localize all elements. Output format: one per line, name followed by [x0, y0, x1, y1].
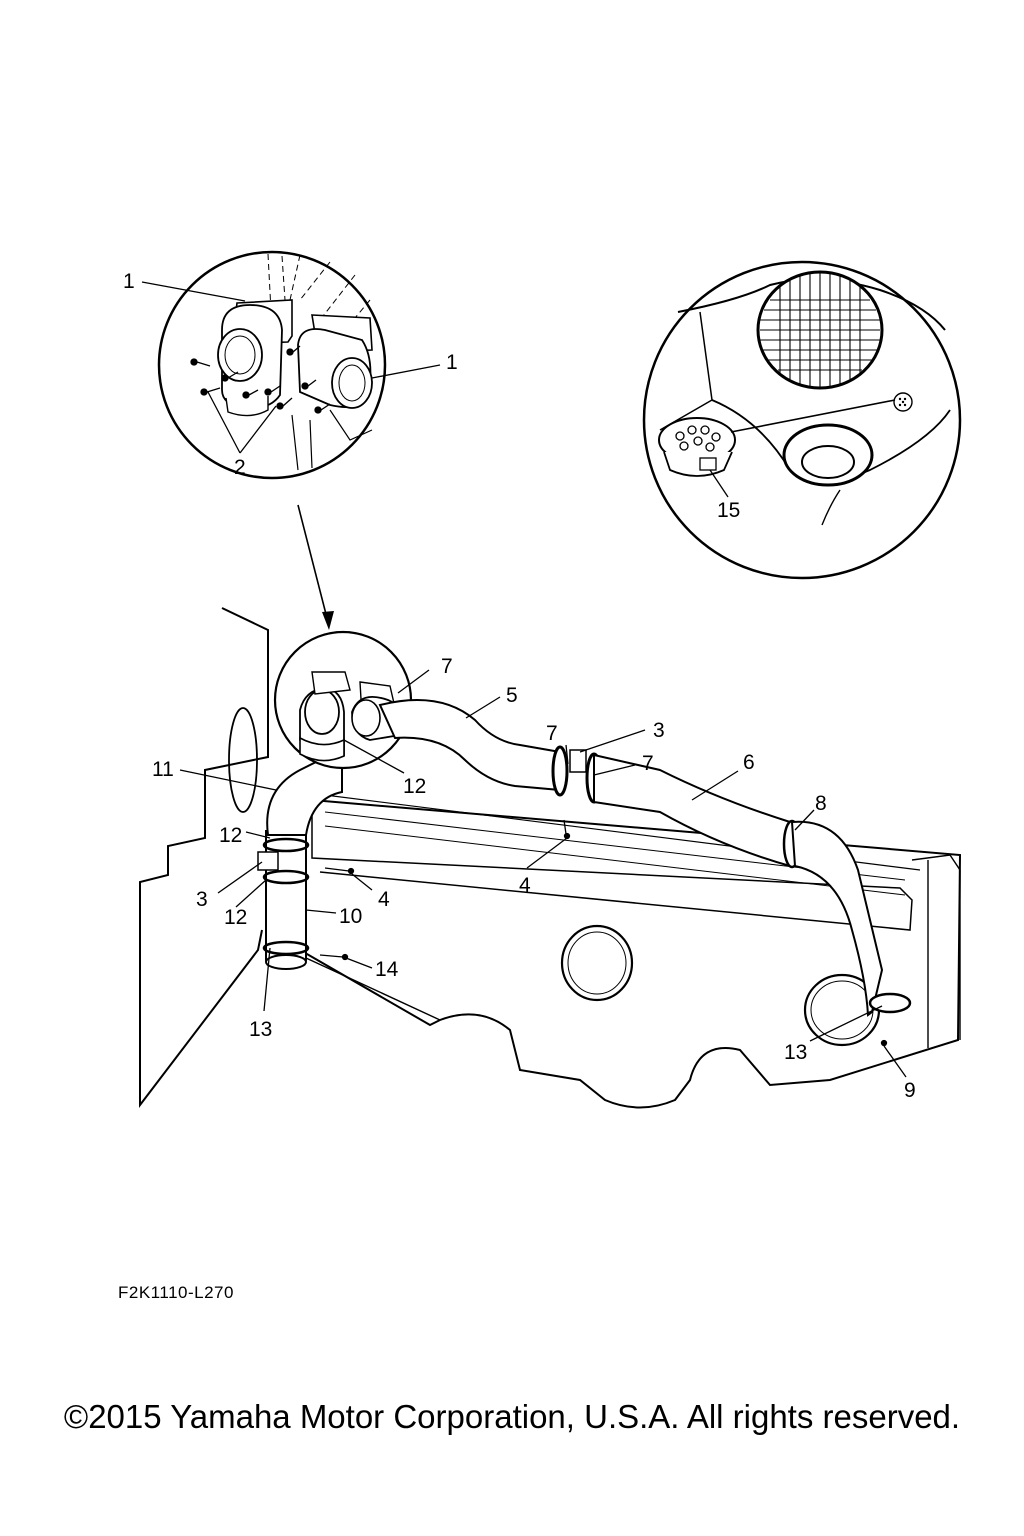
- detail-pointer-arrow: [297, 504, 334, 630]
- callout-5: 5: [506, 684, 518, 707]
- callout-7: 7: [546, 722, 558, 745]
- callout-7: 7: [642, 752, 654, 775]
- callout-12: 12: [403, 775, 426, 798]
- callout-15: 15: [717, 499, 740, 522]
- callout-14: 14: [375, 958, 399, 981]
- callout-1: 1: [446, 351, 458, 374]
- callout-7: 7: [441, 655, 453, 678]
- callout-2: 2: [234, 456, 246, 479]
- callout-13: 13: [249, 1018, 272, 1041]
- callout-8: 8: [815, 792, 827, 815]
- leader-lines: [179, 669, 907, 1078]
- callout-4: 4: [378, 888, 390, 911]
- figure-id: F2K1110-L270: [118, 1283, 234, 1302]
- detail-circle-vent-grille: [642, 260, 962, 580]
- callout-3: 3: [653, 719, 665, 742]
- callout-11: 11: [152, 758, 174, 781]
- main-assembly: [139, 607, 962, 1109]
- callout-4: 4: [519, 874, 531, 897]
- detail-circle-duct-elbows: [141, 250, 441, 480]
- callout-13: 13: [784, 1041, 807, 1064]
- callout-12: 12: [224, 906, 247, 929]
- callouts: 1 1 2 15 7 5 7 3 7 6 11 12 8 12 4 3 4 12…: [123, 270, 916, 1102]
- callout-6: 6: [743, 751, 755, 774]
- callout-9: 9: [904, 1079, 916, 1102]
- callout-1: 1: [123, 270, 135, 293]
- copyright-notice: ©2015 Yamaha Motor Corporation, U.S.A. A…: [63, 1398, 961, 1435]
- callout-12: 12: [219, 824, 242, 847]
- callout-10: 10: [339, 905, 362, 928]
- callout-3: 3: [196, 888, 208, 911]
